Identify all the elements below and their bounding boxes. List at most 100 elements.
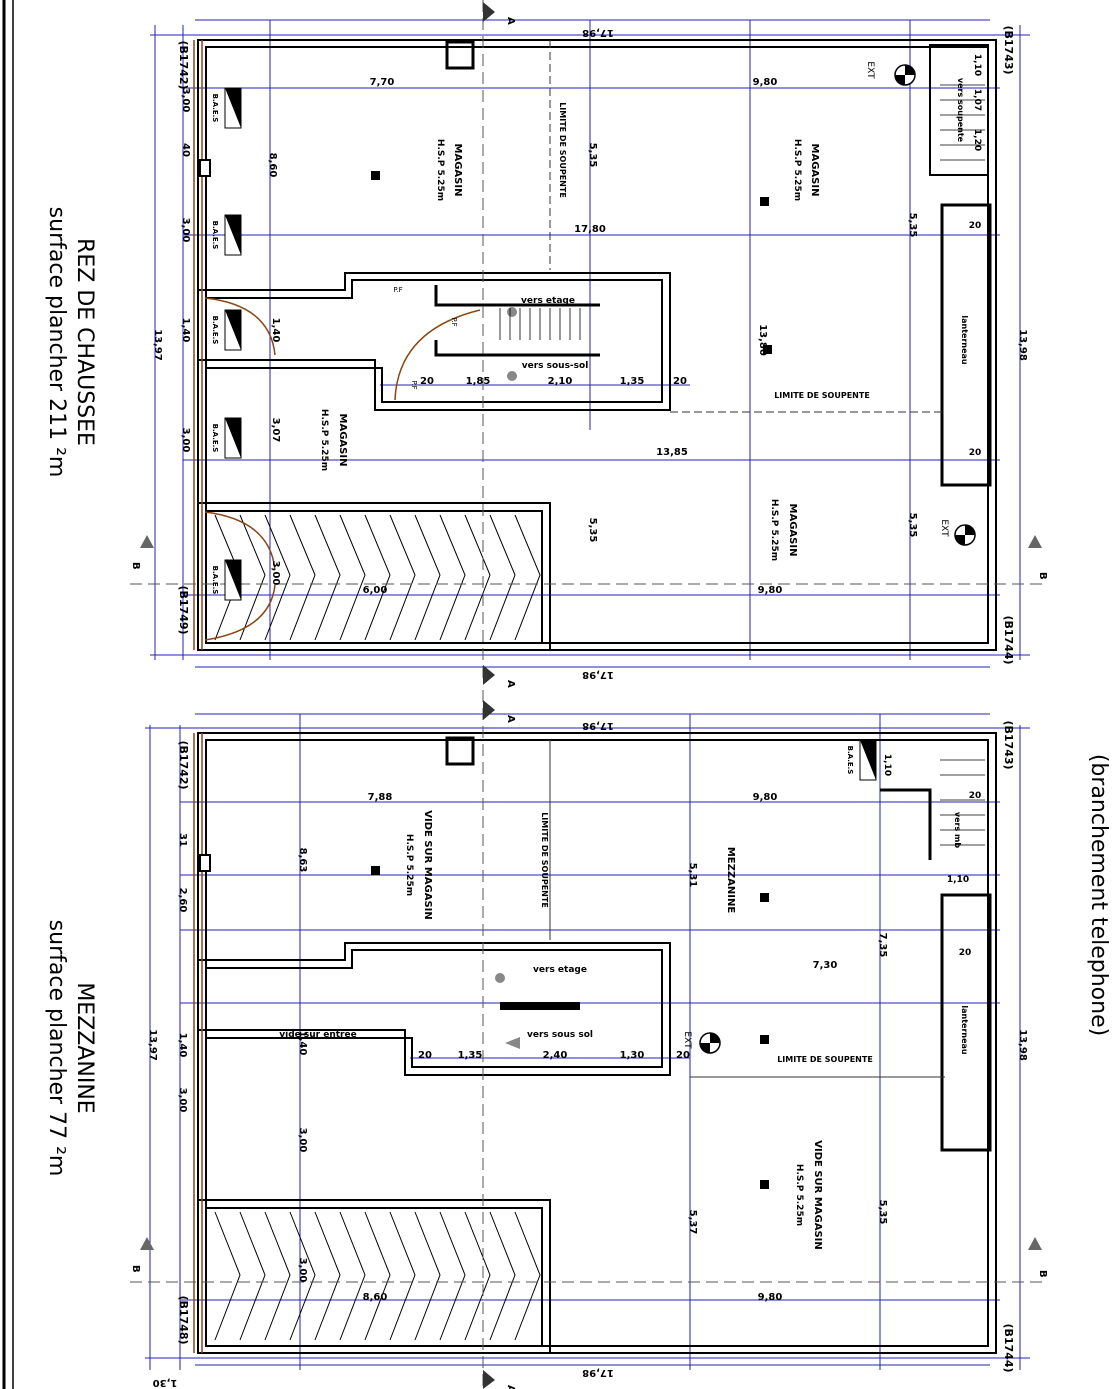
ground-dim-overall-right: 13,98 bbox=[1017, 329, 1028, 361]
mezzanine-dim-1-10-b: 1,10 bbox=[947, 875, 969, 885]
mezzanine-label-vide-magasin-2: VIDE SUR MAGASIN bbox=[812, 1140, 823, 1250]
ground-plan-surface: surface plancher 211 ²m bbox=[44, 207, 69, 478]
mezzanine-section-arrow-b-right bbox=[1028, 1237, 1042, 1250]
ground-label-vers-soupente: vers soupente bbox=[956, 78, 965, 143]
mezzanine-section-mark-b-right: B bbox=[1037, 1270, 1048, 1278]
mezzanine-column-marker bbox=[199, 854, 211, 872]
mezzanine-dim-3-00-c: 3,00 bbox=[177, 1088, 188, 1113]
ground-dim-1-07: 1,07 bbox=[972, 89, 982, 111]
mezzanine-stair-treads bbox=[940, 759, 985, 846]
mezzanine-dim-3-00-a: 3,00 bbox=[297, 1128, 308, 1153]
ground-dim-1-20: 1,20 bbox=[972, 129, 982, 151]
mezzanine-dim-3-00-b: 3,00 bbox=[297, 1258, 308, 1283]
ground-dim-20-b: 20 bbox=[673, 376, 687, 387]
mezzanine-label-vers-sous-sol: vers sous sol bbox=[527, 1030, 593, 1040]
ground-dim-overall-top: 17,98 bbox=[582, 27, 614, 38]
ground-stair-node-2 bbox=[507, 371, 517, 381]
mezzanine-baes-marker bbox=[859, 739, 877, 781]
ground-stair-node-1 bbox=[507, 307, 517, 317]
section-arrow-b-left bbox=[140, 535, 154, 548]
mezzanine-dim-20-b: 20 bbox=[676, 1050, 690, 1061]
mezzanine-section-arrow-a-bottom bbox=[483, 1370, 495, 1389]
mezzanine-label-baes: B.A.E.S bbox=[846, 746, 854, 775]
ground-section-mark-b-left: B bbox=[130, 562, 141, 570]
mezzanine-dim-overall-left: 13,97 bbox=[147, 1029, 158, 1061]
mezzanine-dim-1-10: 1,10 bbox=[882, 754, 892, 776]
mezzanine-label-ext: EXT bbox=[682, 1031, 692, 1049]
mezzanine-label-vers-etage: vers etage bbox=[533, 965, 587, 975]
mezzanine-dim-overall-right: 13,98 bbox=[1017, 1029, 1028, 1061]
mezzanine-section-mark-b-left: B bbox=[130, 1265, 141, 1273]
mezzanine-dim-overall-top: 17,98 bbox=[582, 720, 614, 731]
ground-text-labels: MAGASIN H.S.P 5.25m MAGASIN H.S.P 5.25m … bbox=[152, 25, 1028, 680]
ground-grid-top: (B1743) bbox=[1002, 25, 1015, 74]
ground-section-mark-a-top: A bbox=[505, 17, 516, 25]
mezzanine-section-arrow-b-left bbox=[140, 1237, 154, 1250]
mezzanine-point-marker-3 bbox=[760, 1035, 769, 1044]
ground-dim-3-00-b: 3,00 bbox=[180, 218, 191, 243]
ground-floor-plan: MAGASIN H.S.P 5.25m MAGASIN H.S.P 5.25m … bbox=[44, 0, 1048, 688]
ground-dim-3-07: 3,07 bbox=[270, 418, 281, 443]
mezzanine-dim-9-80b: 9,80 bbox=[758, 1292, 783, 1303]
mezzanine-point-marker-4 bbox=[760, 1180, 769, 1189]
ground-label-ext-2: EXT bbox=[939, 519, 949, 537]
mezzanine-grid-top: (B1743) bbox=[1002, 720, 1015, 769]
ground-grid-left-bottom: (B1749) bbox=[177, 585, 190, 634]
mezzanine-grid-bottom: (B1744) bbox=[1002, 1323, 1015, 1372]
ground-point-marker-3 bbox=[763, 345, 772, 354]
mezzanine-dim-5-31: 5,31 bbox=[687, 863, 698, 888]
ground-grid-left-top: (B1742) bbox=[177, 40, 190, 89]
mezzanine-text-labels: VIDE SUR MAGASIN H.S.P 5.25m VIDE SUR MA… bbox=[147, 720, 1028, 1378]
mezzanine-dim-7-30: 7,30 bbox=[813, 960, 838, 971]
mezzanine-dim-20-a: 20 bbox=[418, 1050, 432, 1061]
ground-dim-3-00-d: 3,00 bbox=[270, 561, 281, 586]
bottom-cut-dimension: 1,30 bbox=[153, 1377, 178, 1388]
mezzanine-label-hsp-1: H.S.P 5.25m bbox=[404, 834, 414, 896]
ground-dim-1-85: 1,85 bbox=[466, 376, 491, 387]
mezzanine-point-marker-2 bbox=[760, 893, 769, 902]
ground-label-pf-1: P.F bbox=[393, 286, 402, 294]
mezzanine-label-vide-magasin-1: VIDE SUR MAGASIN bbox=[422, 810, 433, 920]
mezzanine-facade-frames bbox=[193, 733, 203, 1353]
ground-ext-marker-1 bbox=[894, 64, 916, 86]
ground-dim-20-d: 20 bbox=[969, 448, 982, 458]
ground-label-magasin-3: MAGASIN bbox=[337, 414, 348, 467]
ground-label-hsp-3: H.S.P 5.25m bbox=[319, 409, 329, 471]
ground-stair-treads bbox=[499, 84, 985, 340]
ground-dim-20-a: 20 bbox=[420, 376, 434, 387]
mezzanine-label-mezzanine: MEZZANINE bbox=[725, 847, 736, 913]
mezzanine-dim-1-35: 1,35 bbox=[458, 1050, 483, 1061]
mezzanine-dim-5-37: 5,37 bbox=[687, 1210, 698, 1235]
mezzanine-grid-left-bottom: (B1748) bbox=[177, 1295, 190, 1344]
mezzanine-dim-9-80: 9,80 bbox=[753, 792, 778, 803]
ground-label-hsp-1: H.S.P 5.25m bbox=[435, 139, 445, 201]
ground-label-baes-4: B.A.E.S bbox=[211, 424, 219, 453]
ground-label-hsp-4: H.S.P 5.25m bbox=[769, 499, 779, 561]
ground-dim-7-70: 7,70 bbox=[370, 77, 395, 88]
ground-dim-8-60: 8,60 bbox=[267, 153, 278, 178]
ground-dim-5-35-d: 5,35 bbox=[907, 513, 918, 538]
section-arrow-b-right bbox=[1028, 535, 1042, 548]
ground-label-pf-2: P.F bbox=[450, 317, 458, 326]
ground-point-marker-2 bbox=[760, 197, 769, 206]
mezzanine-dim-31: 31 bbox=[177, 833, 188, 847]
mezzanine-dimension-lines bbox=[145, 713, 1030, 1370]
mezzanine-dim-5-35: 5,35 bbox=[877, 1200, 888, 1225]
mezzanine-label-soupente-1: LIMITE DE SOUPENTE bbox=[540, 812, 549, 908]
ground-label-lanterneau: lanterneau bbox=[960, 315, 969, 365]
ground-dim-2-10: 2,10 bbox=[548, 376, 573, 387]
ground-plan-title: REZ DE CHAUSSEE bbox=[72, 238, 97, 446]
mezzanine-dim-2-40: 2,40 bbox=[543, 1050, 568, 1061]
ground-grid-bottom: (B1744) bbox=[1002, 615, 1015, 664]
section-arrow-a-top bbox=[483, 2, 495, 22]
ground-dim-20-c: 20 bbox=[969, 221, 982, 231]
ground-label-soupente-1: LIMITE DE SOUPENTE bbox=[558, 102, 567, 198]
mezzanine-point-marker-1 bbox=[371, 866, 380, 875]
ground-dim-5-35-b: 5,35 bbox=[587, 518, 598, 543]
ground-walls bbox=[197, 39, 997, 651]
ground-dim-40: 40 bbox=[180, 143, 191, 157]
ground-dim-overall-bottom: 17,98 bbox=[582, 669, 614, 680]
ground-label-magasin-2: MAGASIN bbox=[809, 144, 820, 197]
ground-ramp-chevrons bbox=[214, 514, 541, 641]
